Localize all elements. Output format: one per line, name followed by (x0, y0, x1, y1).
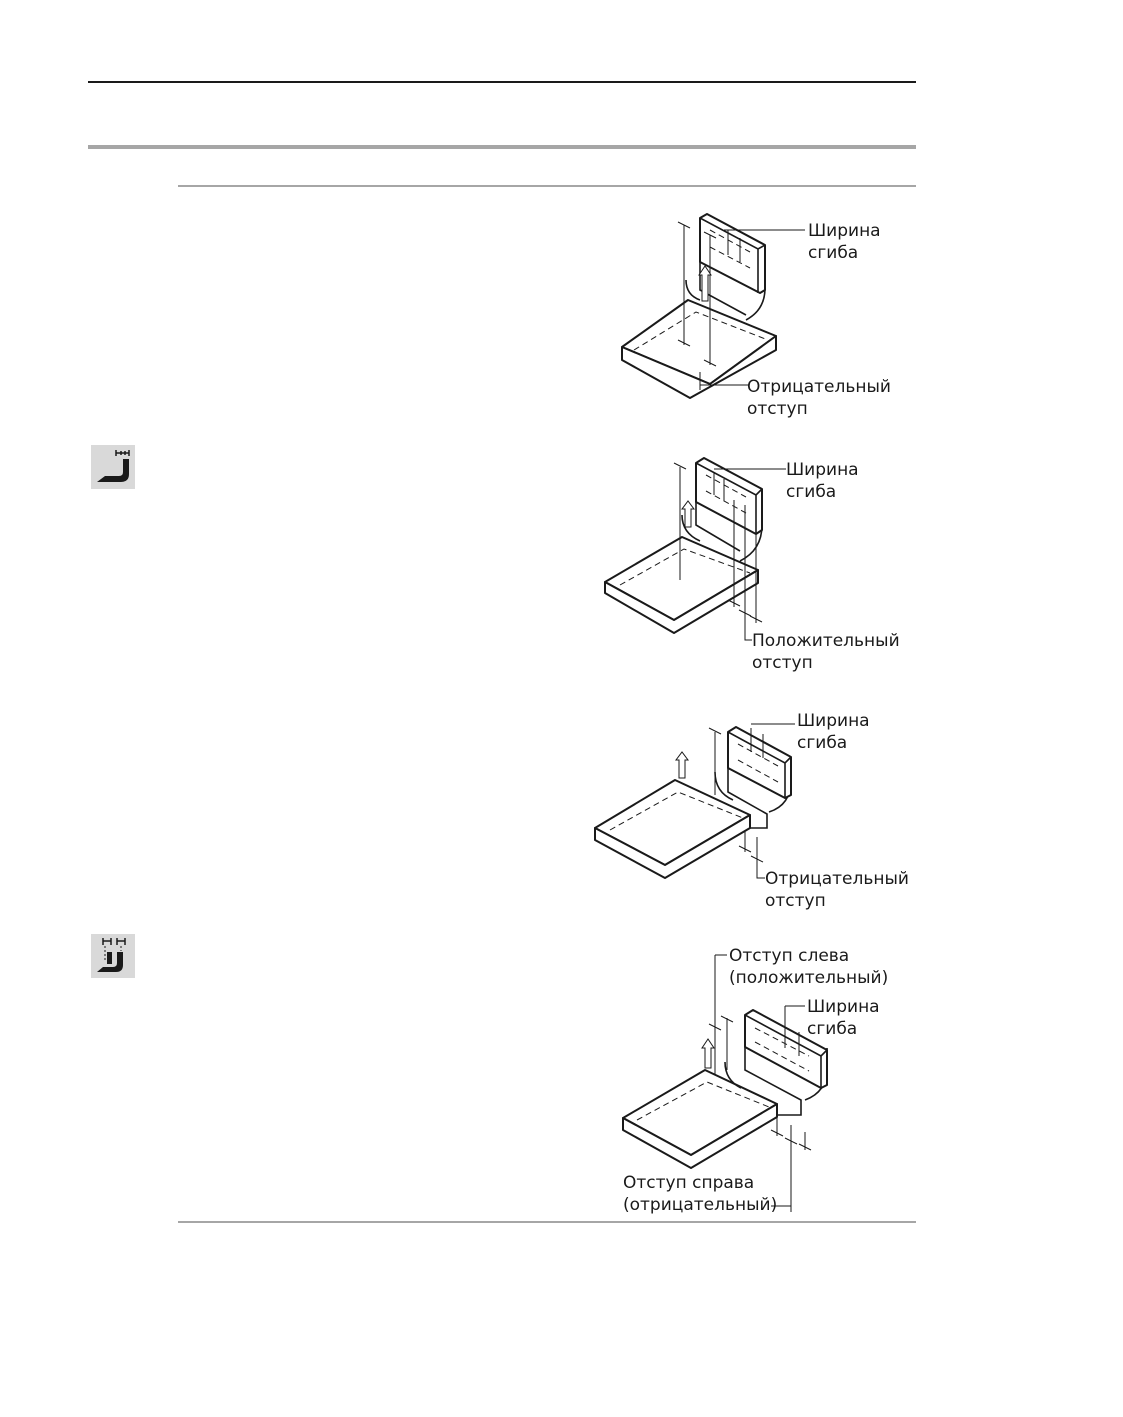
bend-width-label-line1: Ширина (808, 221, 881, 241)
bend-width-label-line1: Ширина (797, 711, 870, 731)
offset-label-line2: отступ (765, 891, 826, 911)
bend-width-label-line1: Ширина (786, 460, 859, 480)
right-offset-label-line2: (отрицательный) (623, 1195, 777, 1215)
table-bottom-rule (178, 1221, 916, 1223)
flange-drawing (594, 723, 795, 879)
offset-label-line1: Положительный (752, 631, 900, 651)
flange-drawing (604, 457, 786, 641)
left-offset-label-line1: Отступ слева (729, 946, 849, 966)
offset-label-line2: отступ (752, 653, 813, 673)
bend-width-label-line2: сгиба (797, 733, 847, 753)
offset-label-line1: Отрицательный (765, 869, 909, 889)
flange-drawing (621, 213, 805, 399)
table-top-rule (178, 185, 916, 187)
offset-label-line2: отступ (747, 399, 808, 419)
bend-width-label-line2: сгиба (807, 1019, 857, 1039)
bend-width-label-line2: сгиба (808, 243, 858, 263)
flange-drawing (622, 954, 828, 1212)
left-offset-label-line2: (положительный) (729, 968, 888, 988)
right-offset-label-line1: Отступ справа (623, 1173, 754, 1193)
bend-figure-left-right-offsets: Отступ слева (положительный) Ширина сгиб… (595, 940, 915, 1220)
bend-figure-negative-offset-2: Ширина сгиба Отрицательный отступ (585, 700, 920, 920)
header-rule (88, 81, 916, 83)
bend-offset-one-side-icon[interactable] (91, 445, 135, 489)
bend-width-label-line2: сгиба (786, 482, 836, 502)
bend-width-label-line1: Ширина (807, 997, 880, 1017)
section-rule (88, 145, 916, 149)
bend-offset-both-sides-icon[interactable] (91, 934, 135, 978)
bend-figure-positive-offset: Ширина сгиба Положительный отступ (590, 445, 920, 685)
offset-label-line1: Отрицательный (747, 377, 891, 397)
bend-figure-negative-offset-1: Ширина сгиба Отрицательный отступ (600, 200, 920, 430)
